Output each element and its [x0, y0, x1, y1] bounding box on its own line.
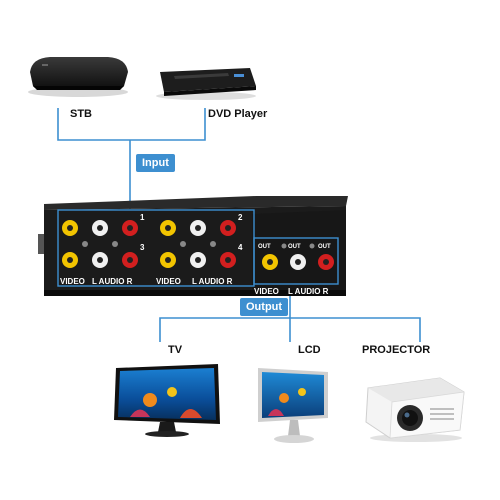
out-label-3: OUT	[318, 244, 331, 250]
dvd-player-icon	[156, 68, 256, 100]
video-label-mid: VIDEO	[156, 277, 181, 286]
tv-label: TV	[168, 344, 183, 356]
input-badge: Input	[136, 154, 175, 172]
lcd-label: LCD	[298, 344, 321, 356]
dvd-player-label: DVD Player	[208, 108, 268, 120]
av-switcher-box: 1 2 3 4 VIDEO L AUDIO R VIDEO L AUDIO R …	[38, 196, 348, 296]
input-group-3-label: 3	[140, 243, 145, 252]
stb-label: STB	[70, 108, 92, 120]
input-group-2-label: 2	[238, 213, 243, 222]
stb-device-icon	[28, 57, 128, 97]
audio-label-mid: L AUDIO R	[192, 277, 233, 286]
audio-label-out: L AUDIO R	[288, 287, 329, 296]
tv-icon	[114, 364, 220, 437]
projector-label: PROJECTOR	[362, 344, 431, 356]
audio-label-left: L AUDIO R	[92, 277, 133, 286]
lcd-monitor-icon	[258, 368, 328, 443]
projector-icon	[365, 377, 465, 442]
out-label-2: OUT	[288, 244, 301, 250]
input-group-1-label: 1	[140, 213, 145, 222]
output-badge: Output	[240, 298, 289, 316]
video-label-out: VIDEO	[254, 287, 279, 296]
input-group-4-label: 4	[238, 243, 243, 252]
video-label-left: VIDEO	[60, 277, 85, 286]
out-label-1: OUT	[258, 244, 271, 250]
